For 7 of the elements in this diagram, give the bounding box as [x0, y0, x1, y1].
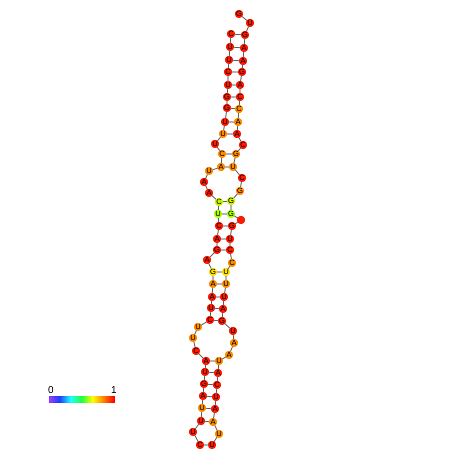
connector-line	[230, 204, 232, 211]
circle-marker	[237, 216, 245, 224]
scale-tick-label: 0	[48, 386, 54, 396]
scale-tick-label: 1	[111, 386, 117, 396]
connector-line	[230, 96, 237, 98]
connector-line	[220, 238, 227, 240]
connector-line	[209, 360, 216, 362]
